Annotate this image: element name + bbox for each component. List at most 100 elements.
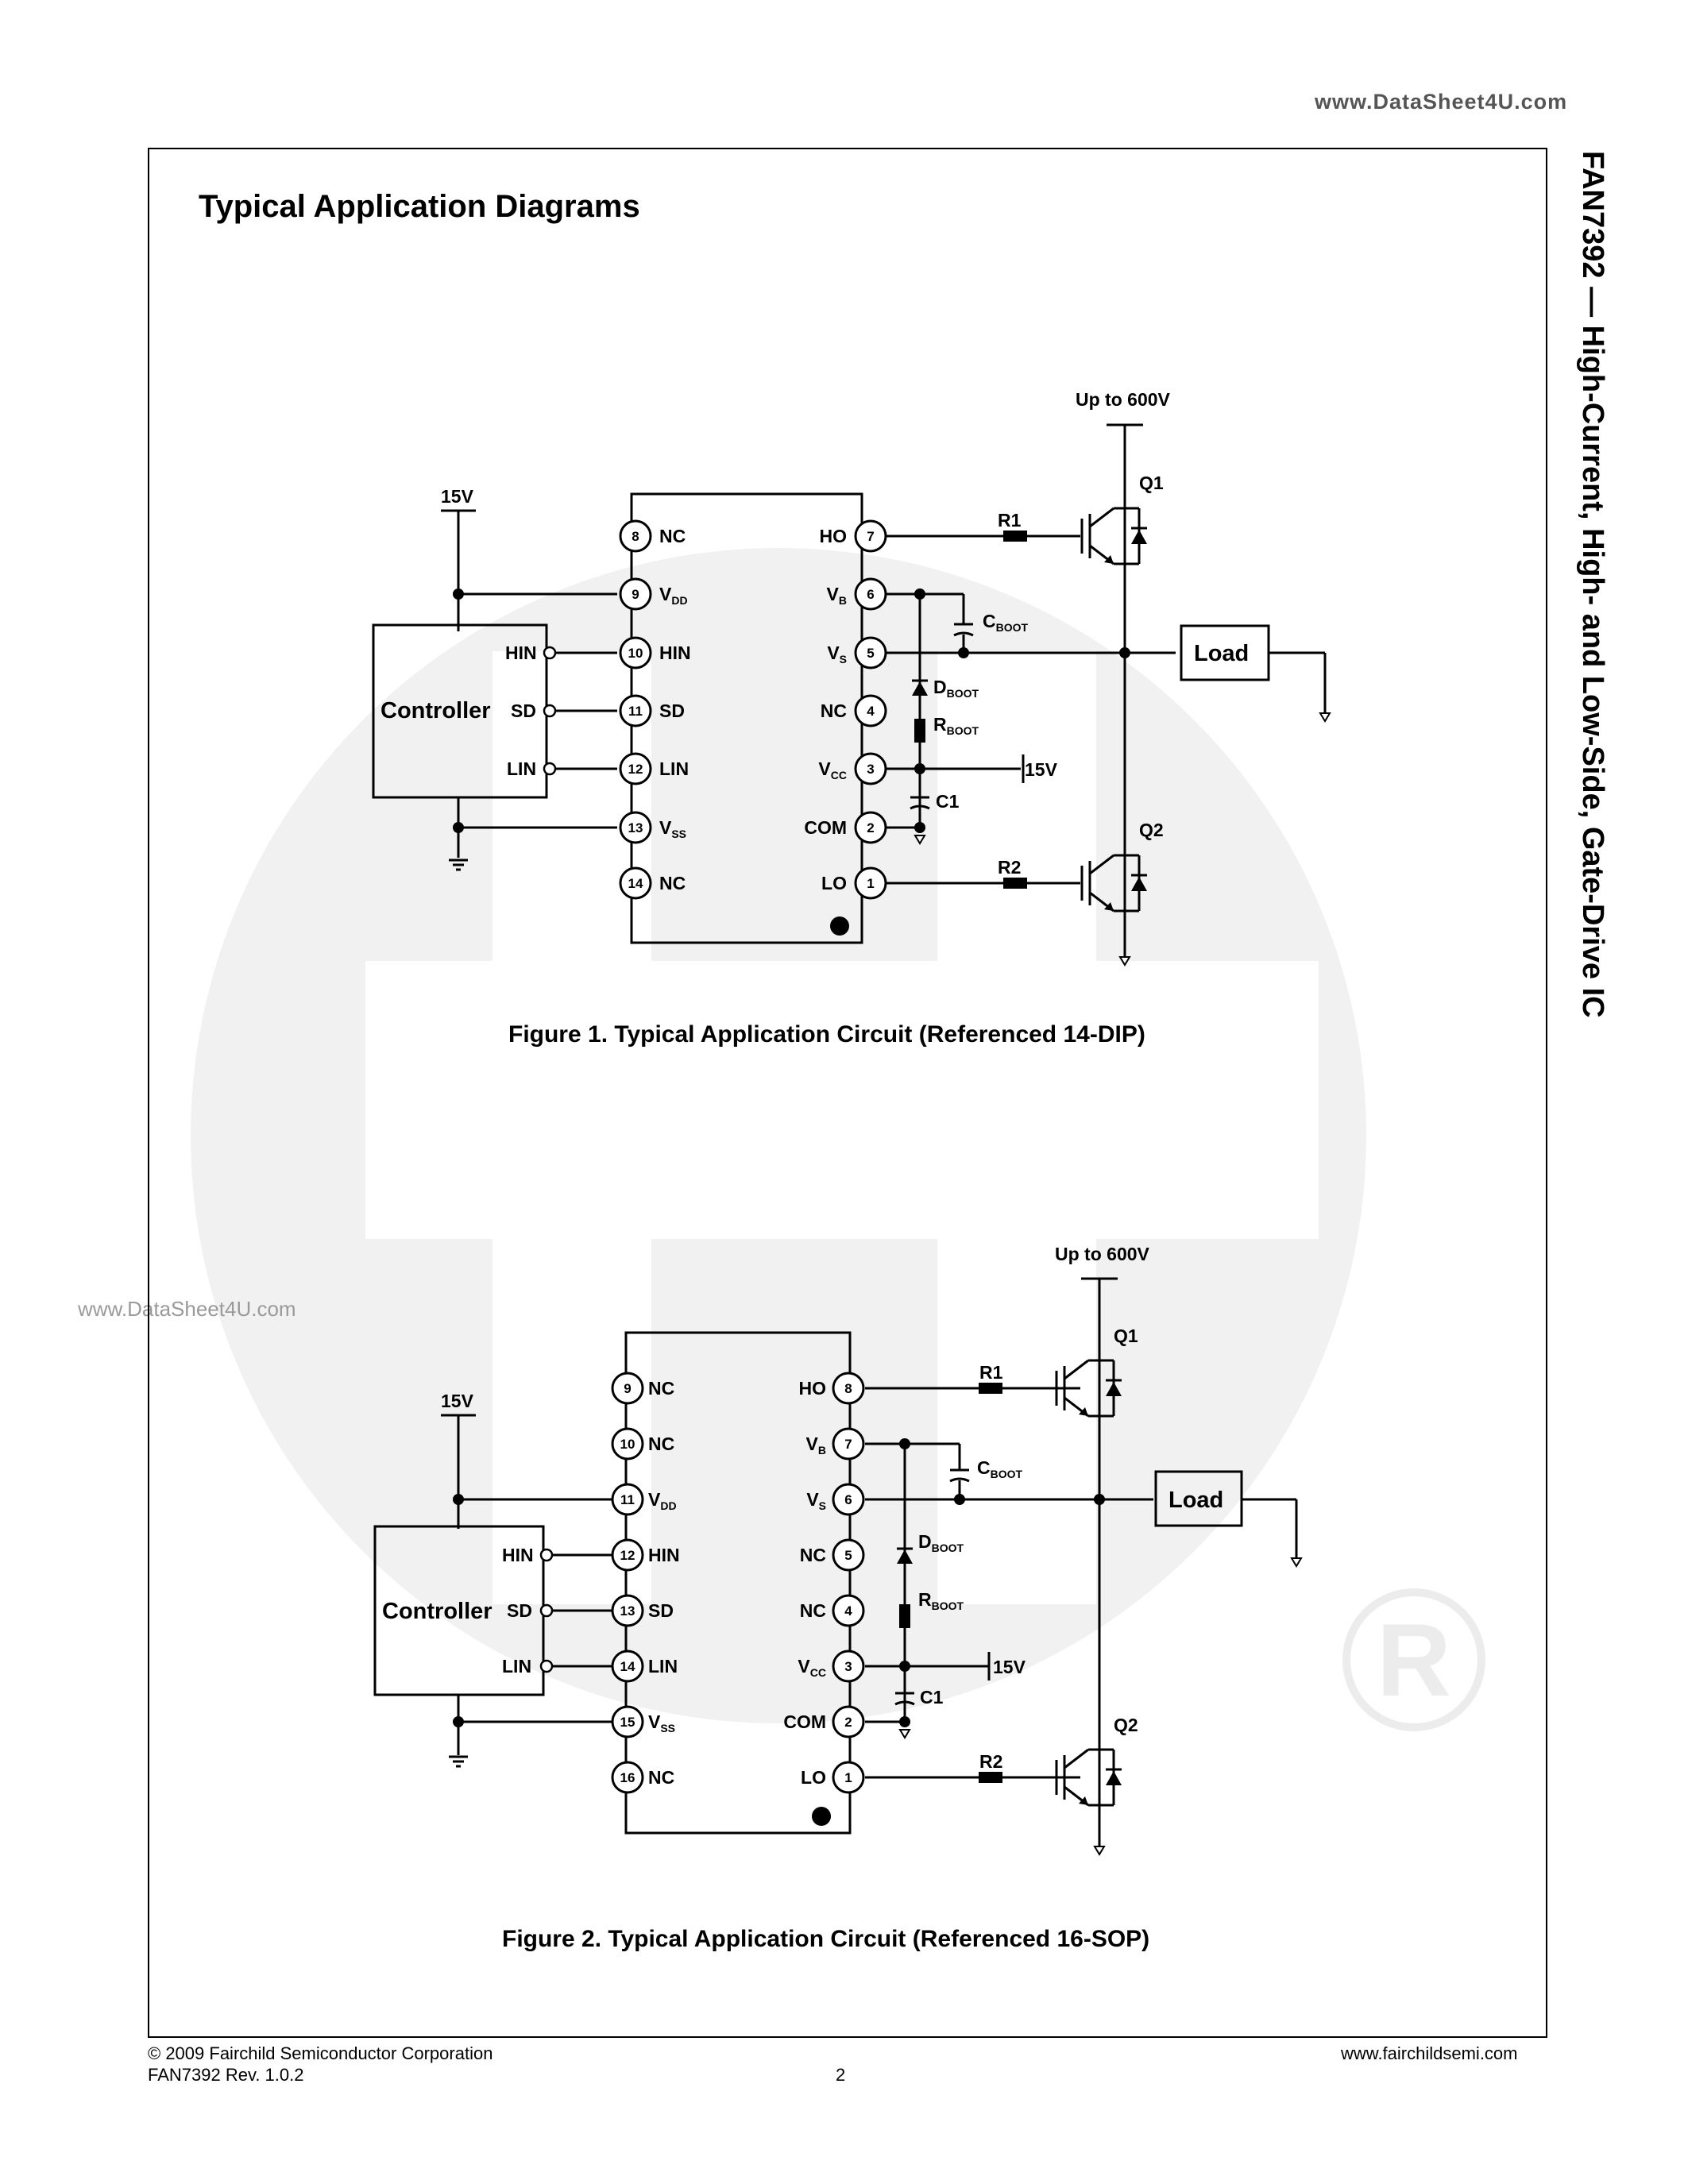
figure1-pin-5-circle [854,636,887,669]
figure2-pin-11-number: 11 [620,1492,635,1507]
figure-1-vs-junction-rail [1119,647,1130,658]
figure-2-vcc-junction [899,1661,910,1672]
content-frame [148,148,1547,2038]
figure2-pin-10-number: 10 [620,1437,635,1452]
figure1-pin-10-number: 10 [628,646,643,661]
figure2-pin-9-circle [611,1372,644,1405]
figure-2-r2-label: R2 [979,1751,1002,1772]
figure-2-q2-diode-arrow [1106,1771,1122,1785]
figure2-pin-5-number: 5 [844,1548,852,1563]
figure-2-q1-emitter-arrow [1079,1407,1088,1416]
figure-1-controller-pin-0 [543,646,557,660]
figure2-pin-10-circle [611,1427,644,1461]
footer-url[interactable]: www.fairchildsemi.com [1341,2043,1518,2063]
section-title: Typical Application Diagrams [199,189,640,224]
figure1-pin-2-label: COM [804,817,847,838]
figure2-pin-8-circle [832,1372,865,1405]
figure-1-q2-label: Q2 [1139,820,1164,840]
figure-2-r2 [979,1772,1002,1783]
figure-1-q2-emitter-arrow [1104,902,1114,911]
figure-2-rboot-label: RBOOT [918,1589,964,1612]
figure-2-r1 [979,1383,1002,1394]
figure-1-vs-junction-cap [958,647,969,658]
figure2-pin-3-number: 3 [844,1659,852,1674]
figure2-pin-16-number: 16 [620,1770,635,1785]
figure-2-r1-label: R1 [979,1362,1003,1383]
footer-revision: FAN7392 Rev. 1.0.2 [148,2065,304,2085]
figure1-pin-3-number: 3 [867,762,874,777]
figure-1-dboot-label: DBOOT [933,677,979,700]
figure-2-vcc-15v-label: 15V [993,1657,1026,1677]
figure-2-vdd-junction [453,1494,464,1505]
figure-1-controller-hin: HIN [505,642,537,663]
figure2-pin-5-label: NC [800,1545,826,1565]
watermark-url-side[interactable]: www.DataSheet4U.com [78,1297,296,1321]
figure1-pin-12-label: LIN [659,758,689,779]
figure2-pin-6-circle [832,1483,865,1516]
figure1-pin-7-circle [854,519,887,553]
figure1-pin-2-circle [854,811,887,844]
figure2-pin-14-circle [611,1650,644,1683]
figure1-pin-6-label: VB [827,584,847,607]
figure-1-com-ground [914,835,926,845]
figure1-pin-1-label: LO [821,873,847,893]
figure2-pin-15-label: VSS [648,1711,675,1734]
footer-page-number: 2 [836,2065,846,2085]
figure1-pin-9-number: 9 [632,587,639,602]
figure-2-controller-label: Controller [382,1599,492,1624]
figure1-pin-4-label: NC [821,700,847,721]
figure-1-vss-junction [453,822,464,833]
figure-2-pin1-marker [812,1807,831,1826]
figure1-pin-11-number: 11 [628,704,643,719]
figure-1-15v-label: 15V [441,486,474,507]
figure1-pin-6-circle [854,577,887,611]
figure2-pin-1-label: LO [801,1767,826,1788]
figure-1-cboot-plate-bottom [953,631,974,637]
figure1-pin-10-circle [619,636,652,669]
figure-2-vss-junction [453,1716,464,1727]
figure2-pin-14-number: 14 [620,1659,635,1674]
figure-2-caption: Figure 2. Typical Application Circuit (R… [502,1926,1150,1952]
figure2-pin-5-circle [832,1538,865,1572]
figure2-pin-13-number: 13 [620,1603,635,1619]
figure-1-c1-label: C1 [936,791,960,812]
figure-1-r2 [1003,878,1027,889]
figure1-pin-14-label: NC [659,873,686,893]
figure2-pin-15-circle [611,1705,644,1738]
figure2-pin-6-number: 6 [844,1492,852,1507]
figure2-pin-1-number: 1 [844,1770,852,1785]
figure-1-vcc-junction [914,763,925,774]
figure-2-c1-plate-bottom [894,1700,915,1706]
figure1-pin-12-number: 12 [628,762,643,777]
figure-2-q1-diode-arrow [1106,1382,1122,1396]
figure-1-c1-plate-bottom [910,805,930,810]
figure1-pin-14-circle [619,866,652,900]
figure-1-q1-collector [1089,507,1114,528]
figure-1-q2-collector [1089,854,1114,875]
figure-2-q2-collector [1064,1748,1089,1769]
figure1-pin-9-label: VDD [659,584,688,607]
figure-1-com-junction [914,822,925,833]
figure-2-com-ground [898,1729,911,1739]
watermark-url-top[interactable]: www.DataSheet4U.com [1315,90,1568,114]
figure1-pin-5-number: 5 [867,646,874,661]
figure-2-controller-sd: SD [507,1600,532,1621]
figure-1-r2-label: R2 [998,857,1021,878]
figure-1-dboot-triangle [912,681,928,696]
figure-2-q1-collector [1064,1359,1089,1380]
figure-2-vs-junction-rail [1094,1494,1105,1505]
figure1-pin-6-number: 6 [867,587,874,602]
figure1-pin-4-number: 4 [867,704,875,719]
figure-1-q2-diode-arrow [1131,877,1147,891]
figure1-pin-9-circle [619,577,652,611]
figure-1-r1-label: R1 [998,510,1022,531]
figure1-pin-5-label: VS [827,642,847,666]
figure-1-vb-junction [914,588,925,600]
figure-2-dboot-label: DBOOT [918,1531,964,1554]
figure-1-q1-label: Q1 [1139,473,1164,493]
side-title: FAN7392 — High-Current, High- and Low-Si… [1563,151,1619,1120]
figure1-pin-10-label: HIN [659,642,691,663]
figure2-pin-9-number: 9 [624,1381,631,1396]
